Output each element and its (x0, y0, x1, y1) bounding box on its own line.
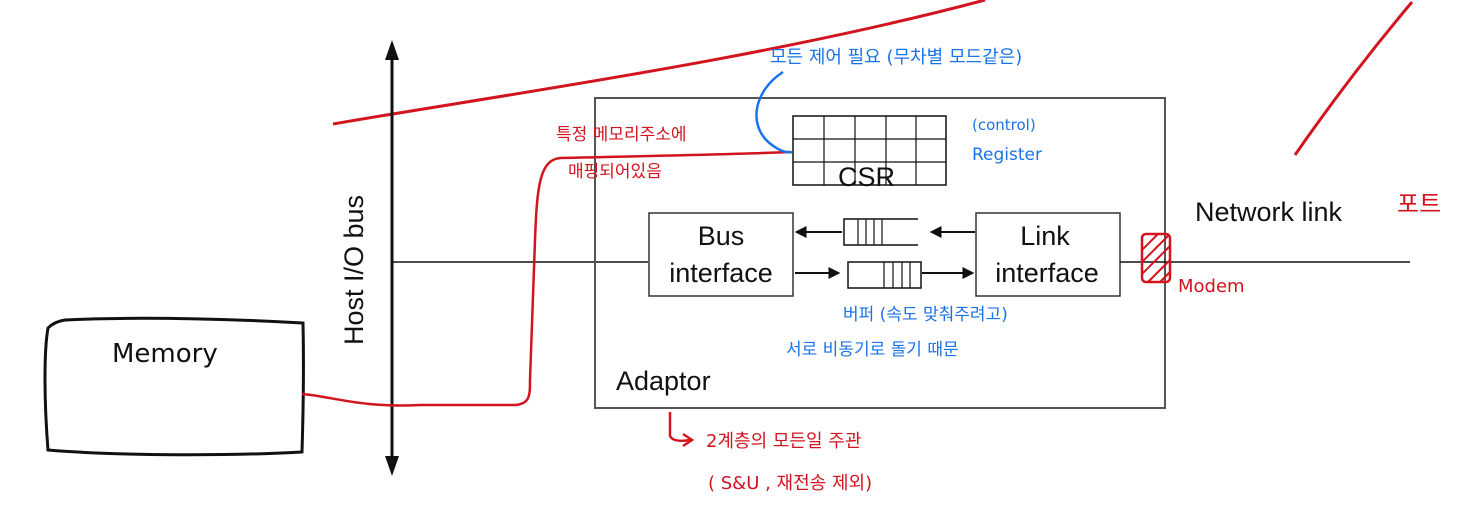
blue-pointer-curve (755, 70, 793, 154)
lower-buffer (847, 261, 922, 289)
bus-interface-line1: Bus (698, 221, 745, 251)
layer2-annotation-2: ( S&U , 재전송 제외) (708, 473, 872, 494)
port-annotation: 포트 (1397, 190, 1441, 218)
csr-register (792, 115, 947, 186)
memory-mapped-line (301, 150, 791, 407)
modem-port (1140, 232, 1172, 284)
layer2-annotation-1: 2계층의 모든일 주관 (706, 431, 861, 452)
buffer-annotation-1: 버퍼 (속도 맞춰주려고) (843, 305, 1008, 325)
link-interface-box (975, 212, 1121, 297)
host-io-bus-label: Host I/O bus (339, 195, 369, 345)
red-right-line (1293, 1, 1414, 156)
memory-mapped-annotation-1: 특정 메모리주소에 (556, 125, 687, 145)
bus-interface-box (648, 212, 794, 297)
link-interface-line1: Link (1020, 221, 1070, 251)
bus-interface-line2: interface (669, 258, 773, 288)
network-link-label: Network link (1195, 197, 1343, 227)
red-top-line (332, 0, 986, 126)
control-register-annotation-2: Register (972, 145, 1042, 165)
memory-label: Memory (112, 339, 218, 369)
mode-control-annotation: 모든 제어 필요 (무차별 모드같은) (770, 47, 1022, 68)
memory-mapped-annotation-2: 매핑되어있음 (568, 162, 662, 182)
layer2-arrowhead (682, 432, 695, 448)
layer2-arrow (668, 412, 691, 443)
bus-arrow-bottom (385, 456, 399, 476)
link-interface-line2: interface (995, 258, 1099, 288)
csr-label: CSR (838, 162, 895, 192)
bus-arrow-top (385, 40, 399, 60)
control-register-annotation-1: (control) (972, 116, 1036, 134)
adaptor-label: Adaptor (616, 366, 711, 396)
memory-box (43, 316, 305, 457)
upper-buffer (843, 218, 918, 246)
adaptor-box (594, 97, 1166, 409)
modem-annotation: Modem (1178, 276, 1245, 297)
buffer-annotation-2: 서로 비동기로 돌기 때문 (786, 340, 959, 360)
